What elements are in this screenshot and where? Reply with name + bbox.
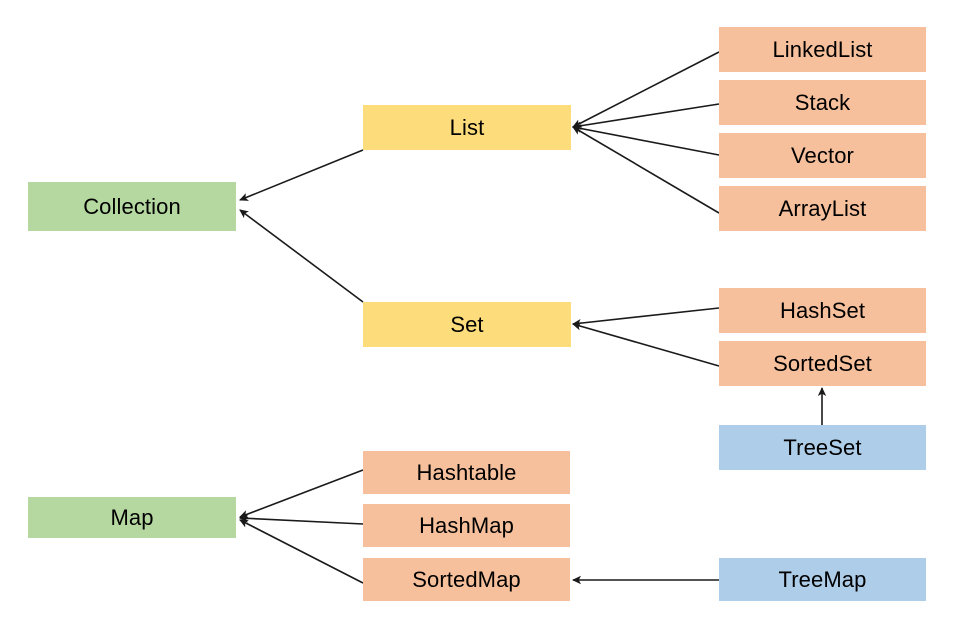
node-label-hashtable: Hashtable xyxy=(416,459,517,485)
edge-stack-to-list xyxy=(572,103,720,130)
node-label-set: Set xyxy=(450,311,484,337)
node-arraylist[interactable]: ArrayList xyxy=(719,186,926,231)
node-collection[interactable]: Collection xyxy=(28,182,236,231)
node-treemap[interactable]: TreeMap xyxy=(719,558,926,601)
node-sortedmap[interactable]: SortedMap xyxy=(363,558,570,601)
node-vector[interactable]: Vector xyxy=(719,133,926,178)
node-set[interactable]: Set xyxy=(363,302,571,347)
node-map[interactable]: Map xyxy=(28,497,236,538)
edge-linkedlist-to-list xyxy=(572,51,720,128)
edge-set-to-collection xyxy=(239,209,364,303)
edge-list-to-collection xyxy=(239,149,364,201)
edge-hashmap-to-map xyxy=(239,514,364,525)
node-hashmap[interactable]: HashMap xyxy=(363,504,570,547)
node-label-list: List xyxy=(449,114,485,140)
node-label-collection: Collection xyxy=(83,193,181,219)
node-label-sortedset: SortedSet xyxy=(773,350,872,376)
node-label-vector: Vector xyxy=(791,142,854,168)
node-label-arraylist: ArrayList xyxy=(778,195,867,221)
edge-sortedmap-to-map xyxy=(239,519,364,584)
node-label-stack: Stack xyxy=(794,89,851,115)
node-label-map: Map xyxy=(110,504,154,530)
node-list[interactable]: List xyxy=(363,105,571,150)
node-hashtable[interactable]: Hashtable xyxy=(363,451,570,494)
node-label-hashset: HashSet xyxy=(779,297,866,323)
node-label-sortedmap: SortedMap xyxy=(412,566,521,592)
node-linkedlist[interactable]: LinkedList xyxy=(719,27,926,72)
node-hashset[interactable]: HashSet xyxy=(719,288,926,333)
node-stack[interactable]: Stack xyxy=(719,80,926,125)
edge-hashtable-to-map xyxy=(239,469,364,519)
node-treeset[interactable]: TreeSet xyxy=(719,425,926,470)
node-sortedset[interactable]: SortedSet xyxy=(719,341,926,386)
edge-arraylist-to-list xyxy=(572,126,720,214)
edge-sortedset-to-set xyxy=(572,322,720,367)
node-label-treeset: TreeSet xyxy=(783,434,862,460)
edge-vector-to-list xyxy=(572,124,720,156)
node-label-treemap: TreeMap xyxy=(778,566,867,592)
edge-hashset-to-set xyxy=(572,307,720,328)
node-label-linkedlist: LinkedList xyxy=(772,36,873,62)
node-label-hashmap: HashMap xyxy=(419,512,514,538)
